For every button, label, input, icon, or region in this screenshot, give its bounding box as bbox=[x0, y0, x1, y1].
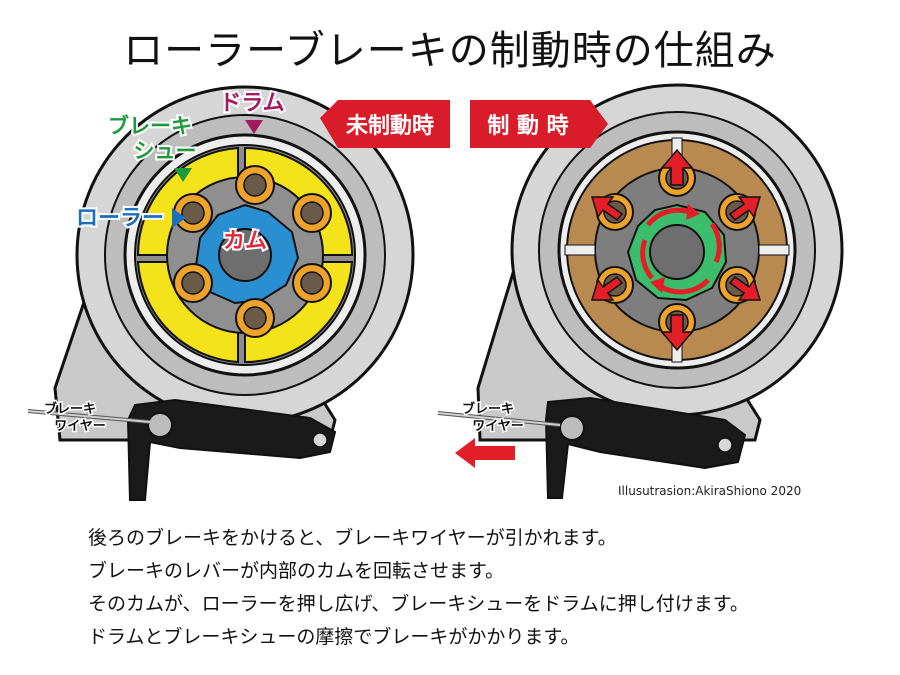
description-line: そのカムが、ローラーを押し広げ、ブレーキシューをドラムに押し付けます。 bbox=[88, 593, 749, 615]
rollers bbox=[173, 165, 332, 338]
pull-arrow-icon bbox=[455, 438, 515, 468]
cam-label: カム bbox=[223, 229, 267, 254]
wire-label-line2: ワイヤー bbox=[472, 419, 524, 434]
roller-brake-diagram: ドラム ブレーキ シュー ローラー カム 未制動時 ブレーキ ワイヤー bbox=[27, 83, 844, 501]
drum-label: ドラム bbox=[219, 91, 284, 116]
lever-pivot bbox=[312, 432, 328, 448]
rotation-arrow-icon bbox=[709, 222, 722, 264]
push-arrow-icon bbox=[590, 196, 624, 222]
drum-marker-icon bbox=[245, 120, 263, 134]
roller bbox=[235, 298, 275, 338]
cam-hub bbox=[218, 228, 272, 282]
push-arrow-icon bbox=[728, 196, 762, 222]
shoe-marker-icon bbox=[174, 168, 192, 182]
unbraked-badge: 未制動時 bbox=[346, 114, 434, 139]
unbraked-badge-shape bbox=[320, 100, 450, 148]
unbraked-assembly bbox=[27, 85, 415, 501]
roller-label: ローラー bbox=[76, 206, 164, 231]
roller-marker-icon bbox=[172, 208, 186, 228]
roller bbox=[292, 193, 332, 233]
illustration-credit: Illusutrasion:AkiraShiono 2020 bbox=[618, 484, 802, 498]
roller bbox=[235, 165, 275, 205]
page-title: ローラーブレーキの制動時の仕組み bbox=[123, 28, 777, 74]
push-arrows bbox=[590, 148, 762, 352]
lever-bolt bbox=[559, 415, 585, 441]
cam-hub bbox=[649, 224, 705, 280]
rotation-arrow-icon bbox=[640, 239, 654, 280]
wire-label-line1: ブレーキ bbox=[462, 401, 514, 417]
wire-label-line1: ブレーキ bbox=[44, 401, 96, 417]
push-arrow-icon bbox=[728, 275, 762, 301]
brake-lever bbox=[126, 398, 337, 501]
roller bbox=[292, 263, 332, 303]
shoe-label-line1: ブレーキ bbox=[108, 114, 192, 138]
braking-badge-shape bbox=[470, 100, 608, 148]
push-arrow-icon bbox=[660, 314, 694, 352]
description-line: 後ろのブレーキをかけると、ブレーキワイヤーが引かれます。 bbox=[88, 527, 617, 549]
roller bbox=[173, 193, 213, 233]
description: 後ろのブレーキをかけると、ブレーキワイヤーが引かれます。 ブレーキのレバーが内部… bbox=[88, 522, 888, 654]
brake-lever bbox=[544, 396, 747, 499]
rotation-arrow-icon bbox=[646, 207, 691, 227]
lever-pivot bbox=[717, 437, 733, 453]
braking-badge: 制 動 時 bbox=[487, 114, 568, 139]
push-arrow-icon bbox=[660, 148, 694, 186]
shoe-label-line2: シュー bbox=[134, 139, 197, 163]
wire-label-line2: ワイヤー bbox=[54, 419, 106, 434]
roller bbox=[173, 263, 213, 303]
braking-assembly bbox=[437, 83, 844, 499]
description-line: ドラムとブレーキシューの摩擦でブレーキがかかります。 bbox=[88, 626, 580, 648]
rotation-arrow-icon bbox=[658, 278, 710, 295]
push-arrow-icon bbox=[590, 275, 624, 301]
description-line: ブレーキのレバーが内部のカムを回転させます。 bbox=[88, 560, 505, 582]
lever-bolt bbox=[147, 412, 173, 438]
